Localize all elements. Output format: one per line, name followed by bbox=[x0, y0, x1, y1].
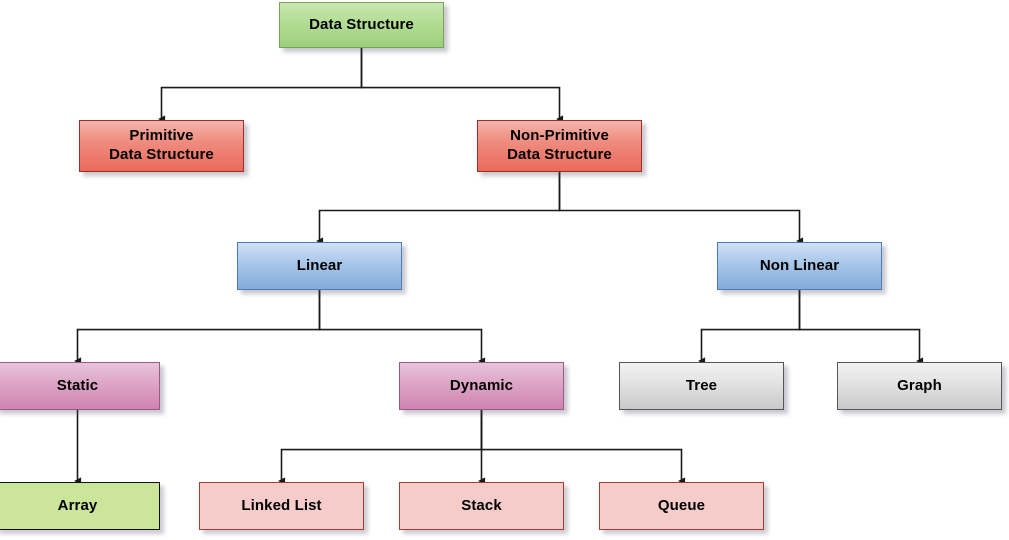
node-label-non-linear: Non Linear bbox=[759, 256, 840, 274]
node-queue[interactable]: Queue bbox=[599, 482, 764, 530]
edge-root-non-primitive bbox=[360, 48, 564, 123]
node-data-structure[interactable]: Data Structure bbox=[279, 2, 444, 48]
edge-root-primitive bbox=[158, 48, 363, 123]
edge-nonlinear-graph bbox=[798, 290, 924, 365]
node-label-static: Static bbox=[56, 376, 99, 394]
node-label-array: Array bbox=[57, 496, 98, 514]
edge-dynamic-queue bbox=[480, 410, 686, 485]
node-graph[interactable]: Graph bbox=[837, 362, 1002, 410]
node-stack[interactable]: Stack bbox=[399, 482, 564, 530]
node-label-dynamic: Dynamic bbox=[449, 376, 514, 394]
edge-nonlinear-tree bbox=[698, 290, 801, 365]
node-label-primitive: Primitive Data Structure bbox=[109, 127, 214, 163]
node-label-data-structure: Data Structure bbox=[309, 15, 414, 33]
edge-linear-dynamic bbox=[318, 290, 486, 365]
node-array[interactable]: Array bbox=[0, 482, 160, 530]
node-primitive[interactable]: Primitive Data Structure bbox=[79, 120, 244, 172]
node-label-linked-list: Linked List bbox=[241, 496, 322, 514]
node-tree[interactable]: Tree bbox=[619, 362, 784, 410]
node-label-tree: Tree bbox=[685, 376, 718, 394]
edge-linear-static bbox=[74, 290, 321, 365]
node-non-linear[interactable]: Non Linear bbox=[717, 242, 882, 290]
node-label-linear: Linear bbox=[296, 256, 343, 274]
node-static[interactable]: Static bbox=[0, 362, 160, 410]
edge-dynamic-linkedlist bbox=[278, 410, 483, 485]
node-non-primitive[interactable]: Non-Primitive Data Structure bbox=[477, 120, 642, 172]
node-label-graph: Graph bbox=[897, 376, 942, 394]
edge-nonprimitive-nonlinear bbox=[558, 172, 804, 245]
edge-nonprimitive-linear bbox=[316, 172, 561, 245]
node-linear[interactable]: Linear bbox=[237, 242, 402, 290]
node-label-non-primitive: Non-Primitive Data Structure bbox=[507, 127, 612, 163]
node-linked-list[interactable]: Linked List bbox=[199, 482, 364, 530]
node-label-queue: Queue bbox=[657, 496, 706, 514]
node-label-stack: Stack bbox=[461, 496, 502, 514]
node-dynamic[interactable]: Dynamic bbox=[399, 362, 564, 410]
